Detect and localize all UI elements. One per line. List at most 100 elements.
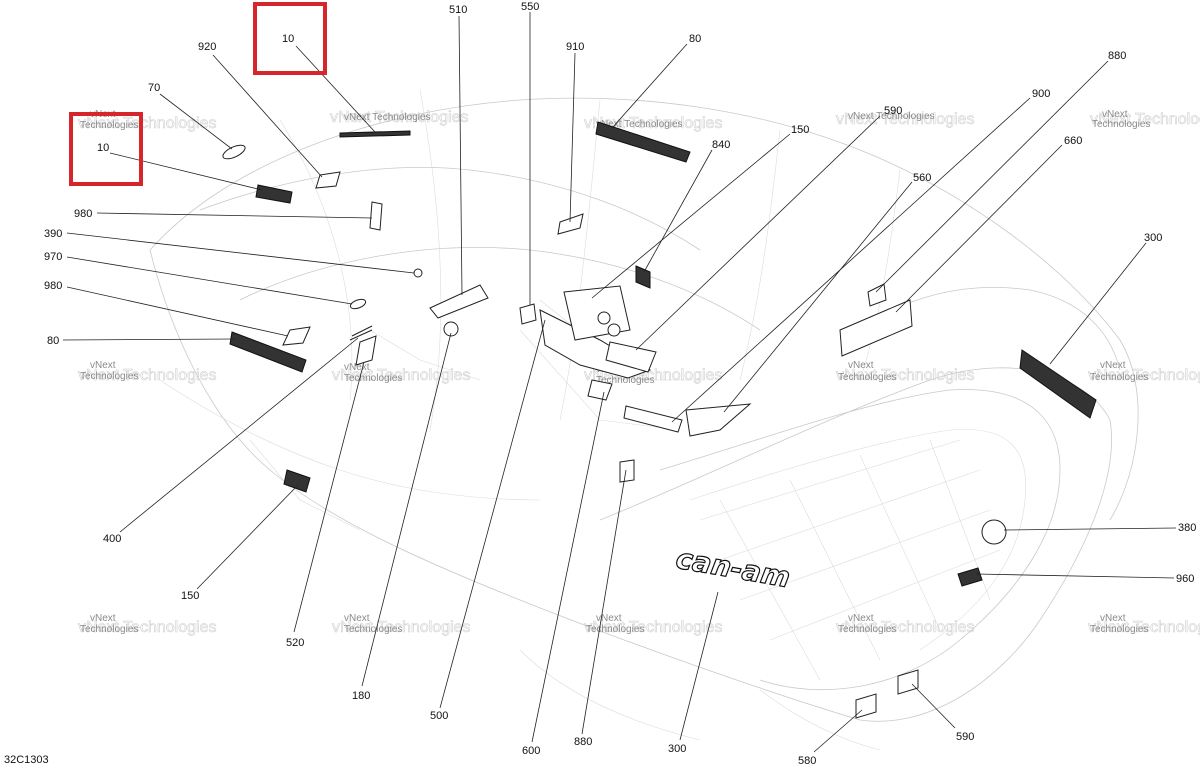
decal-660[interactable] xyxy=(839,299,913,357)
callout-920[interactable]: 920 xyxy=(198,41,216,53)
callout-300[interactable]: 300 xyxy=(1144,232,1162,244)
leader-590b xyxy=(911,683,956,729)
callout-600[interactable]: 600 xyxy=(522,745,540,757)
callout-400[interactable]: 400 xyxy=(103,533,121,545)
highlight-box-10-left xyxy=(69,112,143,186)
parts: can-am xyxy=(221,121,1097,719)
leader-180 xyxy=(361,332,452,687)
leader-300a xyxy=(1049,242,1147,365)
leader-510 xyxy=(458,15,463,296)
watermark: vNext Technologies vNext Technologies xyxy=(836,360,975,384)
callout-590[interactable]: 590 xyxy=(956,731,974,743)
decal-880-bottom[interactable] xyxy=(619,459,635,483)
watermark: vNext Technologies vNext Technologies xyxy=(836,613,975,636)
svg-text:Technologies: Technologies xyxy=(344,624,402,635)
svg-text:Technologies: Technologies xyxy=(80,624,138,635)
svg-text:vNext: vNext xyxy=(848,613,874,624)
decal-900[interactable] xyxy=(623,405,683,433)
callout-880[interactable]: 880 xyxy=(1108,50,1126,62)
leader-580 xyxy=(813,709,863,753)
part-180[interactable] xyxy=(443,321,459,337)
svg-text:vNext Technologies: vNext Technologies xyxy=(596,119,683,130)
decal-380[interactable] xyxy=(981,519,1007,545)
watermarks: vNext Technologies vNext Technologies vN… xyxy=(78,109,1200,637)
callout-500[interactable]: 500 xyxy=(430,710,448,722)
callout-590[interactable]: 590 xyxy=(884,105,902,117)
decal-560[interactable] xyxy=(685,403,752,437)
svg-text:vNext: vNext xyxy=(90,613,116,624)
decal-880-right[interactable] xyxy=(867,283,887,307)
leader-500 xyxy=(439,319,546,709)
callout-880[interactable]: 880 xyxy=(574,736,592,748)
decal-880-mid[interactable] xyxy=(587,379,613,401)
svg-text:Technologies: Technologies xyxy=(586,624,644,635)
watermark: vNext Technologies vNext Technologies xyxy=(584,613,723,636)
svg-text:Technologies: Technologies xyxy=(838,372,896,383)
decal-840[interactable] xyxy=(635,265,651,289)
watermark: vNext Technologies vNext Technologies xyxy=(330,109,469,127)
callout-150[interactable]: 150 xyxy=(181,590,199,602)
decal-960[interactable] xyxy=(957,567,983,587)
callout-150[interactable]: 150 xyxy=(791,124,809,136)
decal-150-dial xyxy=(607,323,621,337)
callout-10[interactable]: 10 xyxy=(97,142,109,154)
decal-510[interactable] xyxy=(429,284,489,319)
callout-980[interactable]: 980 xyxy=(44,280,62,292)
callout-10[interactable]: 10 xyxy=(282,33,294,45)
callout-910[interactable]: 910 xyxy=(566,41,584,53)
callout-80[interactable]: 80 xyxy=(689,33,701,45)
decal-520[interactable] xyxy=(355,335,377,366)
decal-10-left[interactable] xyxy=(255,184,293,204)
decal-300-brand[interactable]: can-am xyxy=(673,541,793,595)
callout-80[interactable]: 80 xyxy=(47,335,59,347)
callout-840[interactable]: 840 xyxy=(712,139,730,151)
callout-580[interactable]: 580 xyxy=(798,755,816,767)
leader-380 xyxy=(1003,527,1177,531)
callout-980[interactable]: 980 xyxy=(74,208,92,220)
decal-580[interactable] xyxy=(855,693,877,719)
leader-150a xyxy=(196,484,299,590)
decal-150-left[interactable] xyxy=(283,469,311,493)
callout-520[interactable]: 520 xyxy=(286,637,304,649)
svg-text:vNext Technologies: vNext Technologies xyxy=(332,367,470,384)
callout-300[interactable]: 300 xyxy=(668,743,686,755)
callout-390[interactable]: 390 xyxy=(44,228,62,240)
decal-550[interactable] xyxy=(519,303,537,325)
svg-text:vNext: vNext xyxy=(1100,360,1126,371)
decal-300-right[interactable] xyxy=(1019,349,1097,419)
svg-text:Technologies: Technologies xyxy=(1090,372,1148,383)
leader-10b xyxy=(109,152,263,191)
svg-text:vNext Technologies: vNext Technologies xyxy=(836,367,974,384)
decal-910[interactable] xyxy=(557,213,584,235)
callout-970[interactable]: 970 xyxy=(44,251,62,263)
decal-70[interactable] xyxy=(221,142,247,161)
decal-80-left[interactable] xyxy=(229,331,307,373)
decal-400[interactable] xyxy=(349,325,373,341)
watermark: vNext Technologies vNext Technologies xyxy=(78,613,217,636)
svg-text:vNext Technologies: vNext Technologies xyxy=(78,619,216,636)
decal-920[interactable] xyxy=(315,171,341,189)
part-970[interactable] xyxy=(349,298,367,311)
callout-960[interactable]: 960 xyxy=(1176,573,1194,585)
callout-900[interactable]: 900 xyxy=(1032,88,1050,100)
watermark: vNext Technologies vNext Technologies xyxy=(1088,613,1200,636)
decal-980-top[interactable] xyxy=(369,201,383,231)
svg-text:Technologies: Technologies xyxy=(1092,119,1150,130)
decal-80-right[interactable] xyxy=(595,121,691,163)
leader-520 xyxy=(293,361,365,633)
callout-550[interactable]: 550 xyxy=(521,1,539,13)
part-390[interactable] xyxy=(413,268,423,278)
svg-text:vNext: vNext xyxy=(344,362,370,373)
callout-70[interactable]: 70 xyxy=(148,82,160,94)
callout-380[interactable]: 380 xyxy=(1178,522,1196,534)
decal-980-mid[interactable] xyxy=(282,326,311,346)
callout-510[interactable]: 510 xyxy=(449,4,467,16)
callout-660[interactable]: 660 xyxy=(1064,135,1082,147)
callout-560[interactable]: 560 xyxy=(913,172,931,184)
decal-590-mid[interactable] xyxy=(605,341,657,373)
leader-980a xyxy=(96,212,373,219)
decal-590-bottom[interactable] xyxy=(897,669,919,695)
callout-180[interactable]: 180 xyxy=(352,690,370,702)
decal-10-top[interactable] xyxy=(339,130,411,138)
watermark: vNext Technologies vNext Technologies xyxy=(78,360,217,384)
